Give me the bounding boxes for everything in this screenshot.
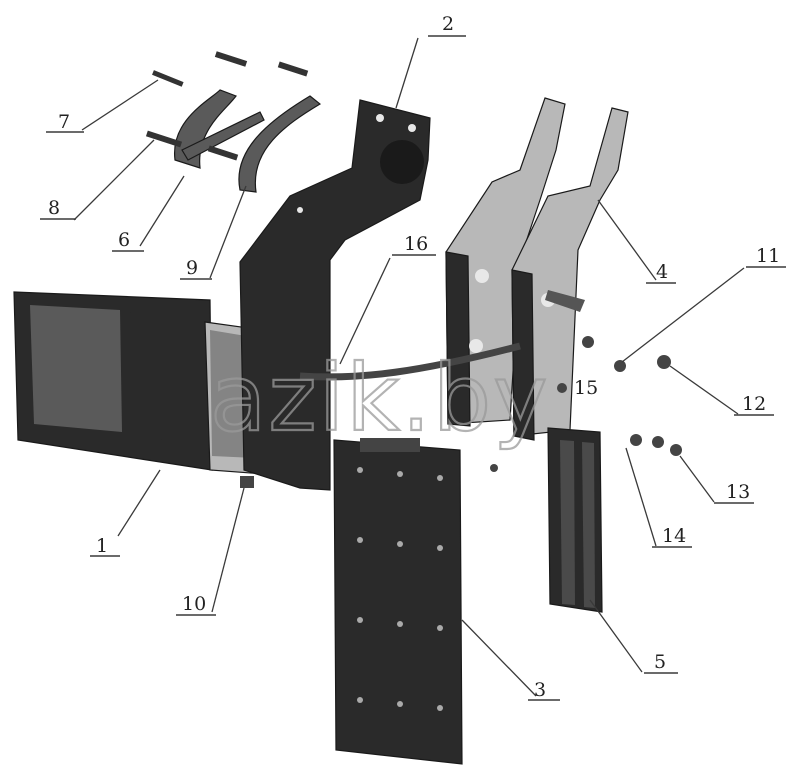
callout-6: 6 xyxy=(112,229,144,252)
callout-11: 11 xyxy=(746,245,786,268)
part-16-cable xyxy=(299,342,521,381)
svg-text:14: 14 xyxy=(662,525,686,547)
svg-text:11: 11 xyxy=(756,245,780,267)
callout-16: 16 xyxy=(392,233,436,256)
part-5-reflector-strip xyxy=(547,427,603,613)
svg-text:5: 5 xyxy=(654,651,666,673)
leader-lines xyxy=(73,37,745,697)
svg-text:9: 9 xyxy=(186,257,198,279)
svg-text:16: 16 xyxy=(404,233,428,255)
callout-2: 2 xyxy=(428,13,466,37)
part-2-mounting-bracket xyxy=(239,99,431,491)
watermark-text: azik.by xyxy=(210,345,550,452)
callout-7: 7 xyxy=(46,111,84,133)
callout-9: 9 xyxy=(180,257,212,280)
callout-12: 12 xyxy=(734,393,774,416)
svg-text:10: 10 xyxy=(182,593,206,615)
svg-text:3: 3 xyxy=(534,679,546,701)
callout-10: 10 xyxy=(176,593,216,616)
small-hardware xyxy=(240,336,682,488)
callout-8: 8 xyxy=(40,197,76,220)
svg-text:15: 15 xyxy=(574,377,598,399)
part-3-mud-flap xyxy=(333,438,463,765)
svg-text:13: 13 xyxy=(726,481,750,503)
svg-text:4: 4 xyxy=(656,261,668,283)
callout-14: 14 xyxy=(652,525,692,548)
svg-text:6: 6 xyxy=(118,229,130,251)
callout-3: 3 xyxy=(528,679,560,701)
svg-text:8: 8 xyxy=(48,197,60,219)
svg-text:12: 12 xyxy=(742,393,766,415)
svg-text:7: 7 xyxy=(58,111,70,133)
part-6-clamp xyxy=(174,89,265,169)
callout-15: 15 xyxy=(574,377,598,399)
bolts xyxy=(145,51,309,161)
svg-text:2: 2 xyxy=(442,13,454,35)
callout-13: 13 xyxy=(714,481,754,504)
callout-1: 1 xyxy=(90,535,120,557)
callout-4: 4 xyxy=(646,261,676,284)
part-9-clamp xyxy=(238,95,322,193)
svg-text:1: 1 xyxy=(96,535,108,557)
callout-5: 5 xyxy=(644,651,678,674)
part-4-side-brackets xyxy=(445,97,629,441)
